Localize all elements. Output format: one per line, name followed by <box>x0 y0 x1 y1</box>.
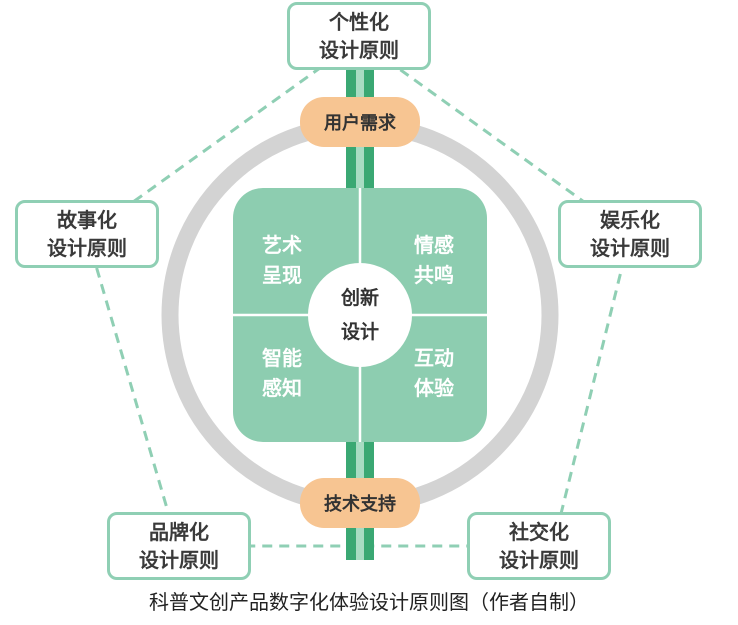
quadrant-bottom-right-line1: 互动 <box>414 346 454 370</box>
quadrant-top-left-line2: 呈现 <box>262 263 302 287</box>
node-entertainment-line1: 娱乐化 <box>600 208 660 232</box>
quadrant-top-right-line2: 共鸣 <box>414 263 454 287</box>
node-entertainment-line2: 设计原则 <box>590 236 670 260</box>
pill-user-needs: 用户需求 <box>300 97 420 147</box>
center-label: 创新 设计 <box>308 263 412 367</box>
quadrant-bottom-right-line2: 体验 <box>414 376 454 400</box>
center-line2: 设计 <box>340 321 379 343</box>
node-storytelling-line1: 故事化 <box>57 208 117 232</box>
quadrant-bottom-left-line2: 感知 <box>262 376 302 400</box>
node-branding: 品牌化 设计原则 <box>107 512 251 580</box>
figure-caption: 科普文创产品数字化体验设计原则图（作者自制） <box>149 590 589 614</box>
center-circle <box>308 263 412 367</box>
node-storytelling: 故事化 设计原则 <box>15 200 159 268</box>
node-social-line1: 社交化 <box>509 520 569 544</box>
node-storytelling-line2: 设计原则 <box>47 236 127 260</box>
quadrant-bottom-left: 智能 感知 <box>262 343 302 403</box>
node-personalization-line1: 个性化 <box>329 10 389 34</box>
quadrant-bottom-left-line1: 智能 <box>262 346 302 370</box>
quadrant-top-right: 情感 共鸣 <box>414 230 454 290</box>
node-personalization-line2: 设计原则 <box>319 38 399 62</box>
pill-tech-support: 技术支持 <box>300 478 420 528</box>
node-branding-line2: 设计原则 <box>139 548 219 572</box>
node-entertainment: 娱乐化 设计原则 <box>558 200 702 268</box>
node-branding-line1: 品牌化 <box>149 520 209 544</box>
center-line1: 创新 <box>340 287 379 309</box>
node-social: 社交化 设计原则 <box>467 512 611 580</box>
node-social-line2: 设计原则 <box>499 548 579 572</box>
node-personalization: 个性化 设计原则 <box>287 2 431 70</box>
quadrant-top-left-line1: 艺术 <box>262 233 302 257</box>
quadrant-bottom-right: 互动 体验 <box>414 343 454 403</box>
quadrant-top-left: 艺术 呈现 <box>262 230 302 290</box>
quadrant-top-right-line1: 情感 <box>414 233 454 257</box>
